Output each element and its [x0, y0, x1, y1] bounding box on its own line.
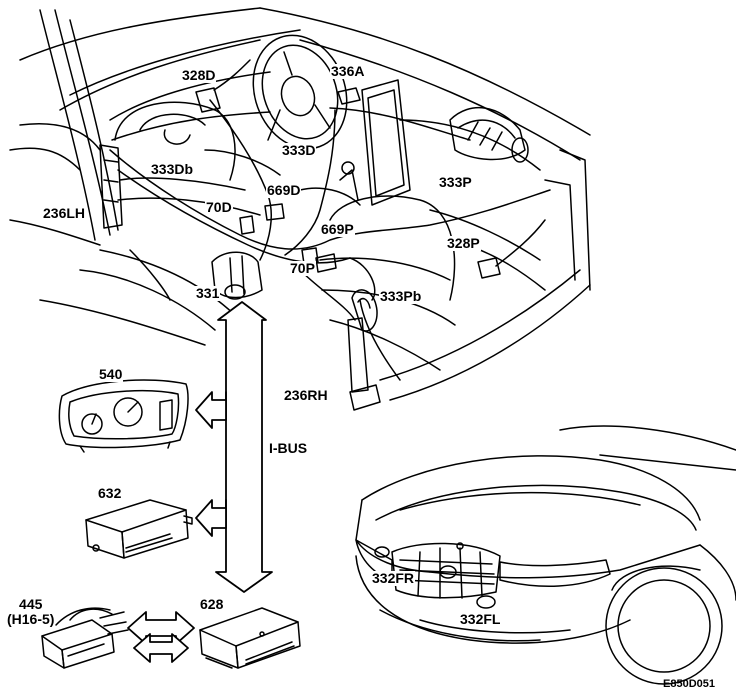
- figure-code: E850D051: [663, 678, 715, 690]
- label-332FR: 332FR: [371, 570, 416, 586]
- label-445-group: 445 (H16-5): [6, 596, 56, 627]
- ibus-backbone: [127, 301, 273, 663]
- label-328P: 328P: [446, 235, 481, 251]
- label-328D: 328D: [181, 67, 217, 83]
- label-333P: 333P: [438, 174, 473, 190]
- label-336A: 336A: [330, 63, 366, 79]
- module-632: [85, 499, 193, 559]
- car-front-exterior: [355, 425, 736, 685]
- bus-label-ibus: I-BUS: [268, 440, 309, 456]
- label-331: 331: [195, 285, 221, 301]
- label-332FL: 332FL: [459, 611, 502, 627]
- car-interior: [9, 7, 591, 411]
- label-669P: 669P: [320, 221, 355, 237]
- label-70D: 70D: [205, 199, 233, 215]
- label-236RH: 236RH: [283, 387, 329, 403]
- connector-445: [41, 607, 129, 669]
- label-445-sub: (H16-5): [7, 611, 55, 627]
- label-333Db: 333Db: [150, 161, 195, 177]
- label-540: 540: [98, 366, 124, 382]
- label-632: 632: [97, 485, 123, 501]
- label-236LH: 236LH: [42, 205, 87, 221]
- label-333D: 333D: [281, 142, 317, 158]
- label-445: 445: [19, 596, 43, 612]
- label-669D: 669D: [266, 182, 302, 198]
- label-70P: 70P: [289, 260, 316, 276]
- instrument-cluster-540: [58, 379, 189, 453]
- module-628: [199, 607, 301, 669]
- label-333Pb: 333Pb: [379, 288, 423, 304]
- label-628: 628: [199, 596, 225, 612]
